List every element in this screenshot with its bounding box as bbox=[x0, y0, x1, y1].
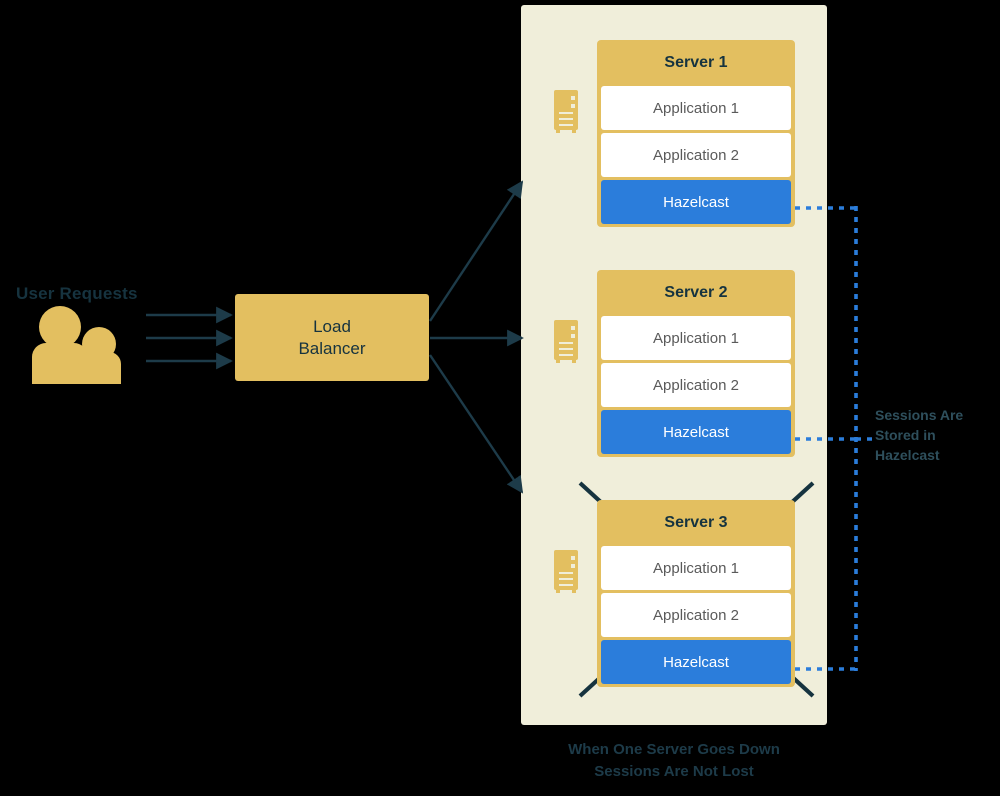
user-requests-label: User Requests bbox=[16, 284, 138, 303]
server-2-rack-icon bbox=[552, 320, 580, 364]
server-3-hazelcast[interactable]: Hazelcast bbox=[601, 640, 791, 684]
user-to-lb-arrows bbox=[146, 306, 233, 370]
sessions-note-line2: Stored in bbox=[875, 426, 936, 443]
server-2-application-2[interactable]: Application 2 bbox=[601, 363, 791, 407]
load-balancer-label-line2: Balancer bbox=[298, 338, 366, 358]
sessions-note-line3: Hazelcast bbox=[875, 446, 940, 463]
server-3-application-1[interactable]: Application 1 bbox=[601, 546, 791, 590]
sessions-note-line1: Sessions Are bbox=[875, 407, 964, 423]
server-card-3[interactable]: Server 3 Application 1 Application 2 Haz… bbox=[597, 500, 795, 687]
server-card-2[interactable]: Server 2 Application 1 Application 2 Haz… bbox=[597, 270, 795, 457]
load-balancer-label-line1: Load bbox=[313, 316, 351, 336]
load-balancer-box[interactable]: Load Balancer bbox=[235, 294, 429, 381]
server-2-application-1[interactable]: Application 1 bbox=[601, 316, 791, 360]
server-1-hazelcast[interactable]: Hazelcast bbox=[601, 180, 791, 224]
lb-to-servers-arrows bbox=[428, 180, 524, 494]
diagram-caption: When One Server Goes Down Sessions Are N… bbox=[521, 739, 827, 783]
sessions-stored-note: Sessions Are Stored in Hazelcast bbox=[875, 406, 995, 466]
caption-line1: When One Server Goes Down bbox=[568, 741, 780, 758]
server-1-title: Server 1 bbox=[664, 54, 728, 71]
server-3-title: Server 3 bbox=[664, 514, 728, 531]
server-1-application-1[interactable]: Application 1 bbox=[601, 86, 791, 130]
users-icon bbox=[32, 306, 121, 384]
server-3-application-2[interactable]: Application 2 bbox=[601, 593, 791, 637]
server-2-title: Server 2 bbox=[664, 284, 728, 301]
server-3-rack-icon bbox=[552, 550, 580, 594]
server-2-hazelcast[interactable]: Hazelcast bbox=[601, 410, 791, 454]
server-1-application-2[interactable]: Application 2 bbox=[601, 133, 791, 177]
server-1-rack-icon bbox=[552, 90, 580, 134]
caption-line2: Sessions Are Not Lost bbox=[594, 763, 754, 781]
server-card-1[interactable]: Server 1 Application 1 Application 2 Haz… bbox=[597, 40, 795, 227]
